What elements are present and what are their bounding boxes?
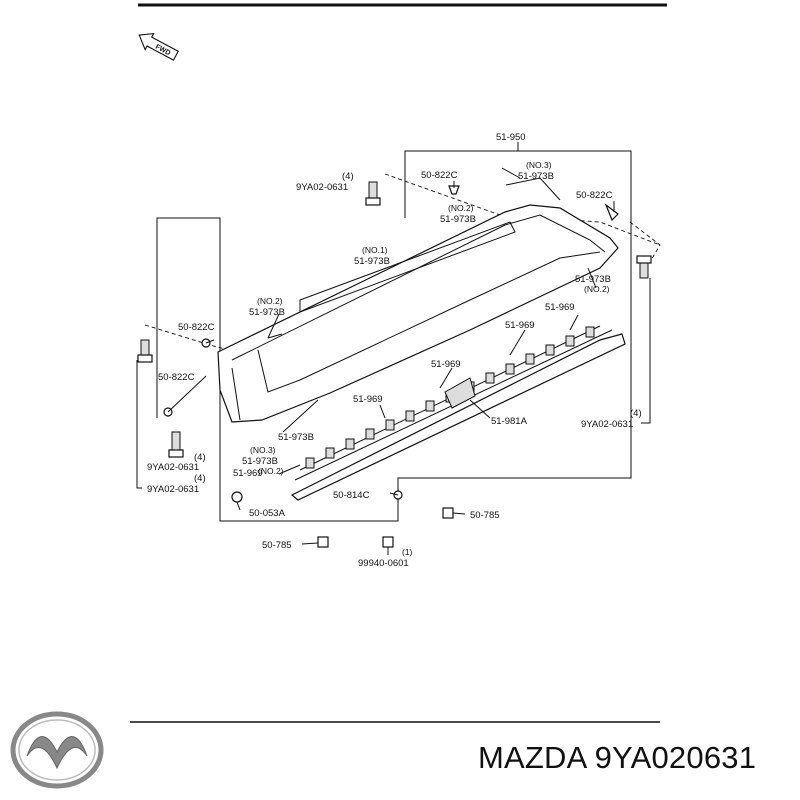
label-nut-bottom-qty: (1): [402, 547, 413, 557]
label-trim-lower-part: 51-973B: [278, 432, 314, 443]
label-bolt-left2-qty: (4): [194, 473, 206, 484]
label-clip-969-c: 51-969: [431, 359, 461, 370]
nut-left-icon: [317, 536, 329, 548]
label-clip-top: 50-822C: [421, 170, 458, 181]
label-trim-no1-qty: (NO.1): [362, 245, 388, 255]
fwd-arrow-icon: FWD: [138, 32, 179, 61]
label-trim-no2-left-part: 51-973B: [249, 307, 285, 318]
label-washer: 50-814C: [333, 490, 370, 501]
label-trim-lower-part2: 51-973B: [242, 456, 278, 467]
bolt-left-icon: [137, 339, 153, 363]
label-trim-no3-qty: (NO.3): [526, 160, 552, 170]
bolt-top-icon: [365, 181, 381, 206]
label-bolt-right-top-part: 51-973B: [575, 274, 611, 285]
label-clip-right: 50-822C: [576, 190, 613, 201]
clip-right-icon: [604, 203, 619, 222]
label-trim-no2-top-qty: (NO.2): [448, 203, 474, 213]
spoiler-body: [217, 177, 619, 423]
nut-right-icon: [442, 507, 454, 519]
label-garnish: 51-981A: [491, 416, 528, 427]
label-trim-lower-no3: (NO.3): [250, 445, 276, 455]
label-bolt-right-qty: (4): [630, 408, 642, 419]
mazda-logo: [10, 711, 104, 789]
clip-row: [305, 326, 595, 469]
label-clip-969-b: 51-969: [505, 320, 535, 331]
fwd-label: FWD: [154, 44, 171, 58]
label-clip-969-d: 51-969: [353, 394, 383, 405]
label-clip-left-lower: 50-822C: [158, 372, 195, 383]
screw-icon: [231, 491, 243, 503]
label-trim-lower-no2: (NO.2): [258, 466, 284, 476]
label-clip-969-a: 51-969: [545, 302, 575, 313]
label-trim-no3-part: 51-973B: [518, 171, 554, 182]
bolt-left-lower-icon: [168, 431, 184, 458]
nut-bottom-icon: [382, 536, 394, 548]
label-nut-bottom-part: 99940-0601: [358, 558, 409, 569]
label-bolt-left-qty: (4): [194, 452, 206, 463]
label-bolt-right-part: 9YA02-0631: [581, 419, 633, 430]
label-nut-left: 50-785: [262, 540, 292, 551]
label-bolt-left2-part: 9YA02-0631: [147, 484, 199, 495]
label-trim-no2-left-qty: (NO.2): [257, 296, 283, 306]
label-clip-969-e: 51-969: [233, 468, 263, 479]
clip-top-icon: [448, 185, 460, 195]
label-trim-no2-top-part: 51-973B: [440, 214, 476, 225]
label-bolt-top-qty: (4): [342, 171, 354, 182]
label-screw: 50-053A: [249, 508, 286, 519]
label-bolt-right-top-no: (NO.2): [584, 284, 610, 294]
label-main-assembly: 51-950: [496, 132, 526, 143]
bolt-right-icon: [636, 255, 652, 279]
label-clip-left-upper: 50-822C: [178, 322, 215, 333]
brand-part-number: MAZDA 9YA020631: [478, 740, 757, 775]
label-bolt-left-part: 9YA02-0631: [147, 462, 199, 473]
label-bolt-top-part: 9YA02-0631: [296, 182, 348, 193]
label-nut-right: 50-785: [470, 510, 500, 521]
label-trim-no1-part: 51-973B: [354, 256, 390, 267]
